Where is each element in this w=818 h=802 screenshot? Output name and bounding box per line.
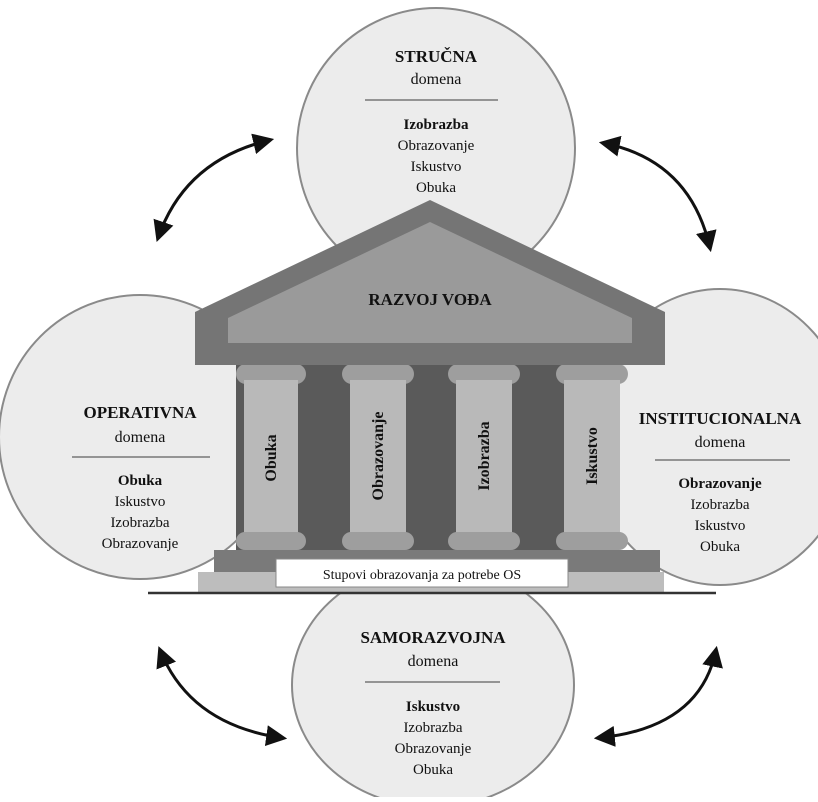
arrow-bottom-left xyxy=(156,646,288,747)
domain-top-item: Obuka xyxy=(416,180,456,196)
pillar-label: Iskustvo xyxy=(584,427,601,485)
domain-top-title: STRUČNA xyxy=(395,47,478,66)
domain-bottom-item: Izobrazba xyxy=(403,720,462,736)
domain-top-item: Obrazovanje xyxy=(398,138,475,154)
domain-right-item: Iskustvo xyxy=(695,518,746,534)
pillar-label: Izobrazba xyxy=(476,421,493,490)
domain-left-item: Iskustvo xyxy=(115,494,166,510)
domain-left-title: OPERATIVNA xyxy=(83,403,197,422)
domain-left-subtitle: domena xyxy=(115,429,166,446)
pillar: Obrazovanje xyxy=(342,364,414,550)
domain-bottom-title: SAMORAZVOJNA xyxy=(360,628,506,647)
pillar-label: Obrazovanje xyxy=(370,412,387,501)
roof-label: RAZVOJ VOĐA xyxy=(368,290,492,309)
pillar: Izobrazba xyxy=(448,364,520,550)
domain-bottom-item: Obrazovanje xyxy=(395,741,472,757)
domain-bottom-subtitle: domena xyxy=(408,653,459,670)
base-label-box xyxy=(275,558,569,588)
domain-left-item: Izobrazba xyxy=(110,515,169,531)
domain-bottom-item: Obuka xyxy=(413,762,453,778)
temple: Obuka Obrazovanje Izobrazba Iskustvo RAZ… xyxy=(148,200,716,595)
domain-top-primary: Izobrazba xyxy=(404,117,469,133)
domain-top: STRUČNA domena Izobrazba Obrazovanje Isk… xyxy=(296,7,576,289)
domain-left-item: Obrazovanje xyxy=(102,536,179,552)
temple-roof-inner xyxy=(228,222,632,343)
domain-right-title: INSTITUCIONALNA xyxy=(639,409,802,428)
pillar: Obuka xyxy=(236,364,306,550)
domain-left-primary: Obuka xyxy=(118,473,163,489)
domain-right-item: Izobrazba xyxy=(690,497,749,513)
domain-right-item: Obuka xyxy=(700,539,740,555)
domain-left: OPERATIVNA domena Obuka Iskustvo Izobraz… xyxy=(0,294,282,580)
cycle-arrows xyxy=(153,133,723,747)
domain-top-subtitle: domena xyxy=(411,71,462,88)
domain-top-item: Iskustvo xyxy=(411,159,462,175)
arrow-top-right xyxy=(598,135,717,253)
domain-bottom-primary: Iskustvo xyxy=(406,699,460,715)
arrow-bottom-right xyxy=(593,645,723,747)
pillar-label: Obuka xyxy=(263,434,280,481)
domain-right-primary: Obrazovanje xyxy=(678,476,762,492)
domain-right-subtitle: domena xyxy=(695,434,746,451)
pillar: Iskustvo xyxy=(556,364,628,550)
arrow-top-left xyxy=(153,133,275,242)
base-label: Stupovi obrazovanja za potrebe OS xyxy=(323,568,521,583)
domain-bottom: SAMORAZVOJNA domena Iskustvo Izobrazba O… xyxy=(291,562,575,802)
